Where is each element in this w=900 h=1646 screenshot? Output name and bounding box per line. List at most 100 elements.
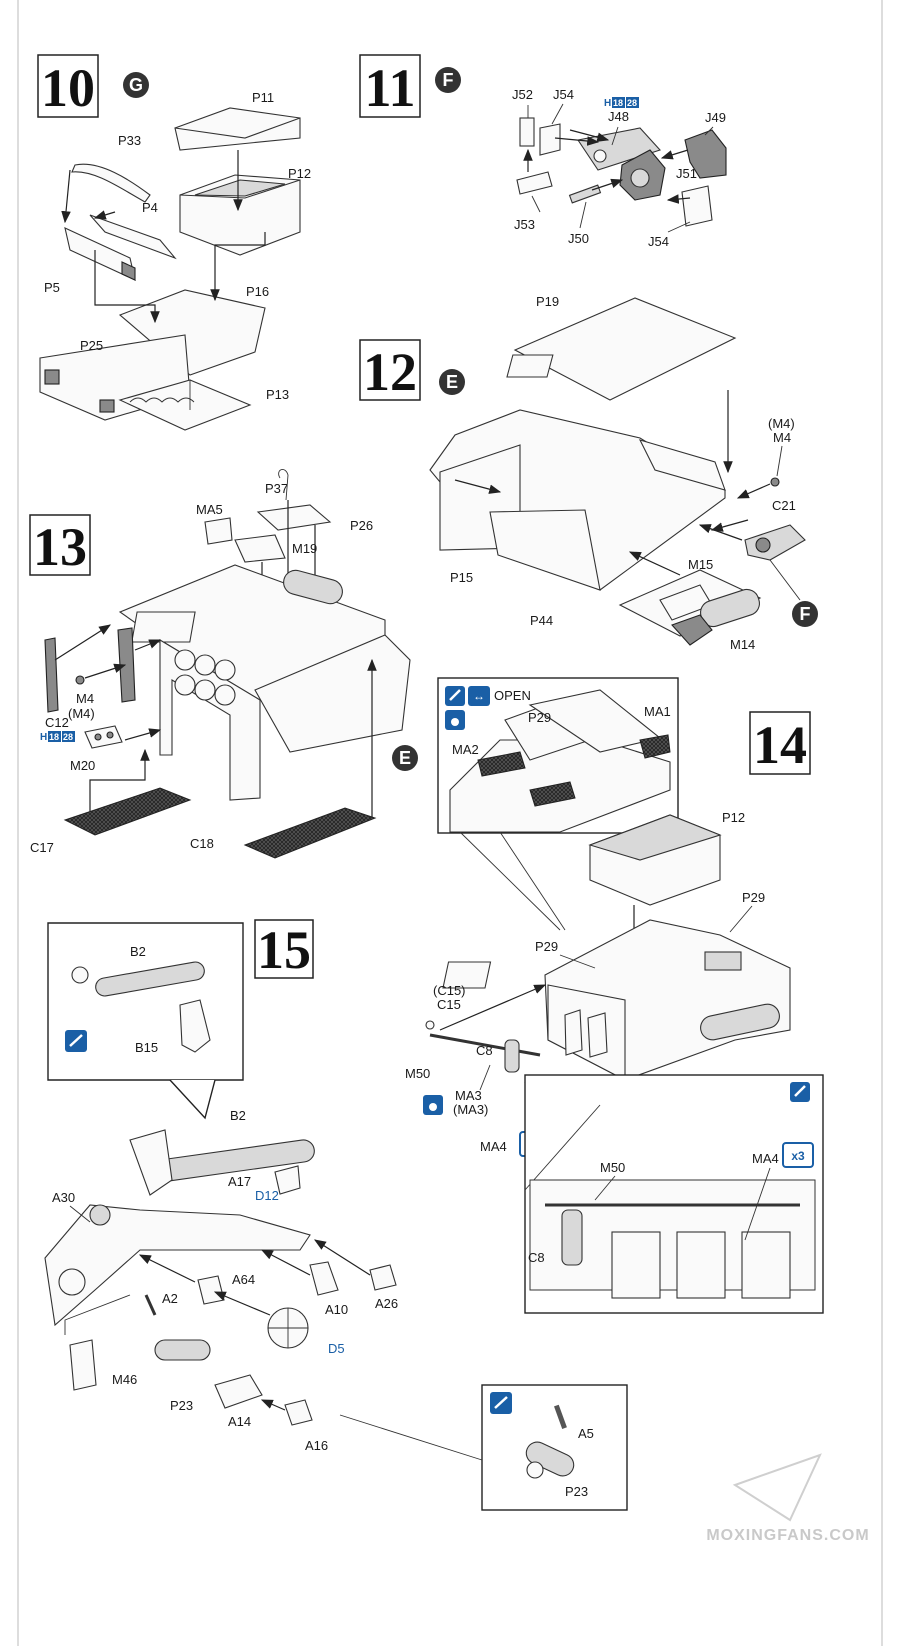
- subassembly-f-circle: [435, 67, 461, 93]
- glue-icon-4-stroke: [69, 1034, 83, 1047]
- step-12: 12 E P19 P15 P44 (M4) M4 C21 F M15: [359, 294, 818, 652]
- label-p25: P25: [80, 338, 103, 353]
- step-10-number: 10: [41, 58, 95, 118]
- part-d5-spokes: [268, 1308, 308, 1348]
- svg-text:18: 18: [49, 732, 59, 742]
- part-j50: [568, 184, 602, 204]
- label-a14: A14: [228, 1414, 251, 1429]
- part-hull13-muffler: [283, 569, 343, 605]
- label-p15: P15: [450, 570, 473, 585]
- subassembly-f-letter: F: [443, 70, 454, 90]
- label-m15: M15: [688, 557, 713, 572]
- label-c21: C21: [772, 498, 796, 513]
- leader-ma3: [479, 1064, 491, 1091]
- arrow-p15: [454, 479, 502, 494]
- part-p12-inner: [194, 179, 286, 197]
- label-a64: A64: [232, 1272, 255, 1287]
- part-p33: [71, 163, 151, 203]
- label-a2: A2: [162, 1291, 178, 1306]
- leader-j54: [551, 103, 564, 125]
- label-m50-inset: M50: [600, 1160, 625, 1175]
- part-rear-plate: [638, 439, 726, 491]
- label-j51: J51: [676, 166, 697, 181]
- label-ma3-paren: (MA3): [453, 1102, 488, 1117]
- part-p13: [118, 379, 252, 431]
- inset-ma2-mesh2: [529, 781, 576, 807]
- svg-text:H: H: [40, 732, 47, 743]
- subassembly-e-letter: E: [446, 372, 458, 392]
- label-d12: D12: [255, 1188, 279, 1203]
- label-j54-bottom: J54: [648, 234, 669, 249]
- label-c18: C18: [190, 836, 214, 851]
- glue-icon-stroke: [449, 689, 461, 701]
- part-hull14-vent: [704, 951, 742, 971]
- arrow-a64: [138, 1254, 196, 1283]
- label-p11: P11: [252, 90, 274, 105]
- arrow-p33: [61, 169, 71, 224]
- label-j49: J49: [705, 110, 726, 125]
- part-hull14-visor1: [564, 1009, 583, 1056]
- label-c8: C8: [476, 1043, 493, 1058]
- label-m4b-paren: (M4): [68, 706, 95, 721]
- arrow-c21b: [698, 524, 743, 541]
- label-m19: M19: [292, 541, 317, 556]
- part-j48-gear: [630, 168, 650, 188]
- part-carriage-pivot: [89, 1204, 111, 1226]
- part-a5: [554, 1404, 567, 1429]
- label-a10: A10: [325, 1302, 348, 1317]
- leader-m4: [776, 445, 783, 477]
- step-14-box: [749, 711, 811, 775]
- svg-text:18: 18: [613, 98, 623, 108]
- part-p44: [489, 509, 601, 591]
- label-m14: M14: [730, 637, 755, 652]
- arrow-j50: [591, 178, 624, 191]
- part-p12-step14-top: [588, 814, 722, 861]
- part-a14: [214, 1374, 263, 1409]
- part-p11-top: [174, 107, 301, 139]
- label-b15: B15: [135, 1040, 158, 1055]
- label-p4: P4: [142, 200, 158, 215]
- watermark-text: MOXINGFANS.COM: [706, 1527, 869, 1544]
- arrow-p5: [94, 250, 160, 324]
- label-c12: C12: [45, 715, 69, 730]
- part-p23-inset-ring: [526, 1461, 544, 1479]
- leader-j50: [579, 201, 587, 229]
- inset-gun-pointer: [169, 1079, 216, 1120]
- inset-pointer-right: [499, 831, 566, 931]
- svg-text:28: 28: [63, 732, 73, 742]
- step-13-number: 13: [33, 517, 87, 577]
- part-c8: [504, 1039, 520, 1073]
- label-a17: A17: [228, 1174, 251, 1189]
- arrow-j52: [569, 129, 610, 142]
- part-hull13-hatch: [131, 611, 196, 643]
- label-p29-inset: P29: [528, 710, 551, 725]
- part-a26: [369, 1264, 397, 1291]
- inset-c8: [561, 1209, 583, 1266]
- leader-j48: [611, 126, 619, 146]
- part-p19: [513, 297, 737, 401]
- step-10-box: [37, 54, 99, 118]
- arrow-p12: [210, 232, 266, 302]
- part-a2: [144, 1294, 157, 1316]
- subassembly-g-circle: [123, 72, 149, 98]
- cement-icon-2-drop: [429, 1103, 437, 1111]
- label-b2: B2: [230, 1108, 246, 1123]
- label-m46: M46: [112, 1372, 137, 1387]
- arrow-j54b: [666, 194, 691, 204]
- subassembly-e-ref-letter: E: [399, 748, 411, 768]
- label-a5: A5: [578, 1426, 594, 1441]
- part-d12: [274, 1165, 301, 1195]
- label-b2-inset: B2: [130, 944, 146, 959]
- arrow-m20: [124, 728, 162, 741]
- part-m20: [84, 725, 123, 749]
- step-11: 11 F J52 J54 H 18 28 J48 J49 J51 J53 J50…: [359, 54, 727, 249]
- label-p29-top: P29: [742, 890, 765, 905]
- arrow-c21: [710, 519, 749, 532]
- label-m4-paren: (M4): [768, 416, 795, 431]
- label-p37: P37: [265, 481, 288, 496]
- label-j50: J50: [568, 231, 589, 246]
- label-p12-step14: P12: [722, 810, 745, 825]
- arrow-j49: [660, 149, 689, 160]
- label-a16: A16: [305, 1438, 328, 1453]
- label-p29-left: P29: [535, 939, 558, 954]
